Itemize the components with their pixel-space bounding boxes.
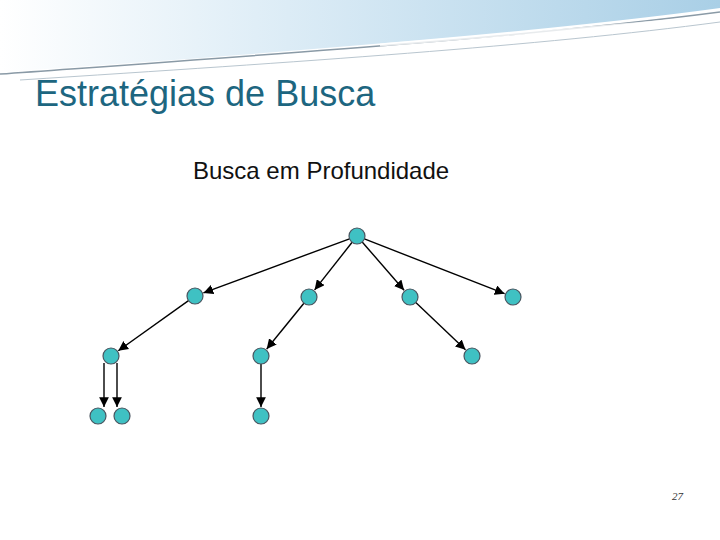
slide-subtitle: Busca em Profundidade — [193, 157, 449, 186]
header-highlight — [380, 16, 720, 45]
tree-nodes — [90, 228, 521, 424]
page-number: 27 — [672, 490, 683, 502]
header-band — [0, 0, 720, 72]
header-line — [20, 22, 720, 80]
slide-title: Estratégias de Busca — [35, 72, 375, 115]
header-line — [0, 12, 720, 74]
tree-edges — [104, 239, 505, 407]
